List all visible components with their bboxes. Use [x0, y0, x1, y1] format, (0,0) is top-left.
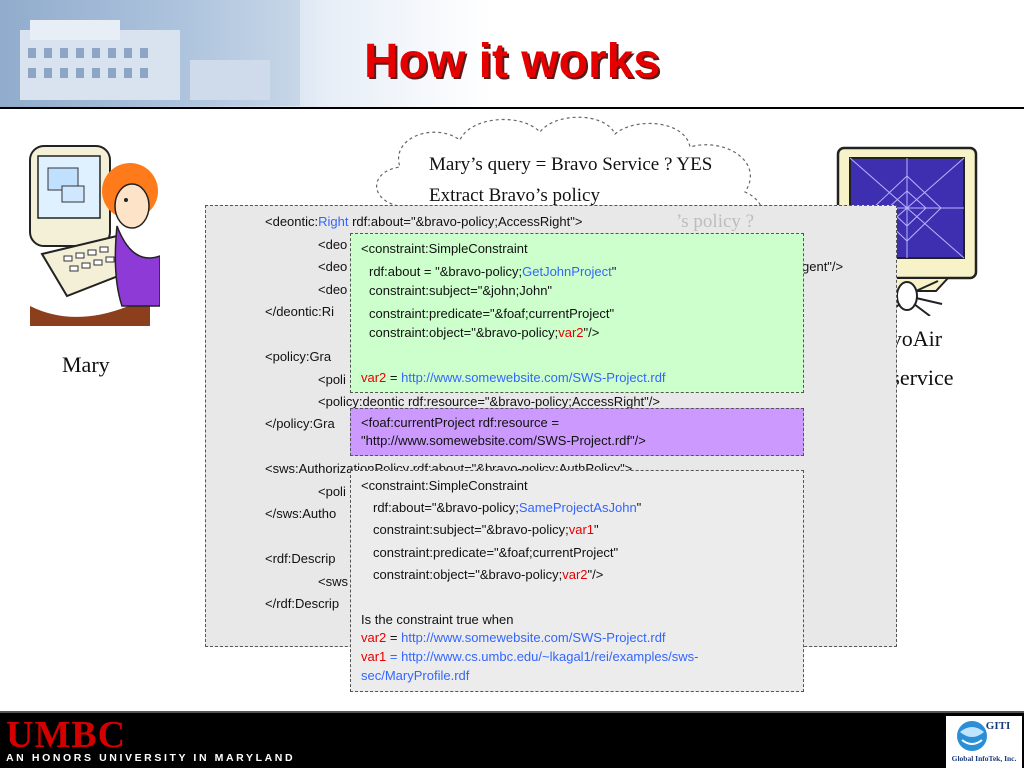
var1-binding-line-cont: sec/MaryProfile.rdf [361, 668, 470, 683]
var1-binding-line: var1 = http://www.cs.umbc.edu/~lkagal1/r… [361, 649, 699, 664]
constraint-question-line: Is the constraint true when [361, 612, 514, 627]
constraint-predicate-line: constraint:predicate="&foaf;currentProje… [373, 545, 619, 560]
policy-line-deontic-right: <deontic:Right rdf:about="&bravo-policy;… [265, 214, 583, 229]
constraint-about-line: rdf:about = "&bravo-policy;GetJohnProjec… [369, 264, 617, 279]
policy-line: </rdf:Descrip [265, 596, 340, 611]
policy-line: <poli [318, 372, 346, 387]
header-divider [0, 107, 1024, 109]
policy-line: <rdf:Descrip [265, 551, 336, 566]
foaf-current-project-box: <foaf:currentProject rdf:resource = "htt… [350, 408, 804, 456]
constraint-predicate-line: constraint:predicate="&foaf;currentProje… [369, 306, 615, 321]
cloud-line-faded: ’s policy ? [676, 211, 755, 232]
policy-line-deontic-resource: <policy:deontic rdf:resource="&bravo-pol… [318, 394, 660, 409]
policy-line: <deo [318, 237, 348, 252]
umbc-logo: UMBC [6, 714, 127, 756]
giti-company-name: Global InfoTek, Inc. [951, 754, 1017, 763]
constraint-subject-line: constraint:subject="&john;John" [369, 283, 553, 298]
giti-logo-text: GITI [985, 720, 1011, 732]
constraint-subject-line: constraint:subject="&bravo-policy;var1" [373, 522, 599, 537]
footer-bar [0, 713, 1024, 768]
umbc-tagline: AN HONORS UNIVERSITY IN MARYLAND [6, 752, 296, 764]
globe-icon [957, 721, 987, 751]
policy-line: <deo [318, 259, 348, 274]
campus-building-image [0, 0, 300, 106]
policy-line: <poli [318, 484, 346, 499]
constraint-about-line: rdf:about="&bravo-policy;SameProjectAsJo… [373, 500, 642, 515]
var2-binding-line: var2 = http://www.somewebsite.com/SWS-Pr… [361, 370, 666, 385]
var2-binding-line: var2 = http://www.somewebsite.com/SWS-Pr… [361, 630, 666, 645]
get-john-project-constraint-box: <constraint:SimpleConstraint rdf:about =… [350, 233, 804, 393]
mary-computer-clipart [29, 145, 160, 326]
policy-line-tail: gent"/> [802, 259, 844, 274]
giti-logo: GITI Global InfoTek, Inc. [946, 716, 1022, 768]
cloud-line-query: Mary’s query = Bravo Service ? YES [429, 154, 713, 175]
constraint-line: <constraint:SimpleConstraint [361, 241, 528, 256]
policy-line: <policy:Gra [265, 349, 332, 364]
mary-label: Mary [62, 352, 110, 377]
same-project-constraint-box: <constraint:SimpleConstraint rdf:about="… [350, 470, 804, 692]
policy-line: <deo [318, 282, 348, 297]
policy-line: </deontic:Ri [265, 304, 335, 319]
footer-divider [0, 711, 1024, 713]
policy-line: <sws [318, 574, 348, 589]
foaf-line: <foaf:currentProject rdf:resource = [361, 415, 559, 430]
constraint-object-line: constraint:object="&bravo-policy;var2"/> [373, 567, 604, 582]
cloud-line-extract: Extract Bravo’s policy [429, 185, 600, 206]
policy-line: </policy:Gra [265, 416, 335, 431]
foaf-line: "http://www.somewebsite.com/SWS-Project.… [361, 433, 646, 448]
constraint-line: <constraint:SimpleConstraint [361, 478, 528, 493]
slide-title: How it works [363, 35, 661, 88]
constraint-object-line: constraint:object="&bravo-policy;var2"/> [369, 325, 600, 340]
header-banner [0, 0, 1024, 108]
policy-line: </sws:Autho [265, 506, 337, 521]
